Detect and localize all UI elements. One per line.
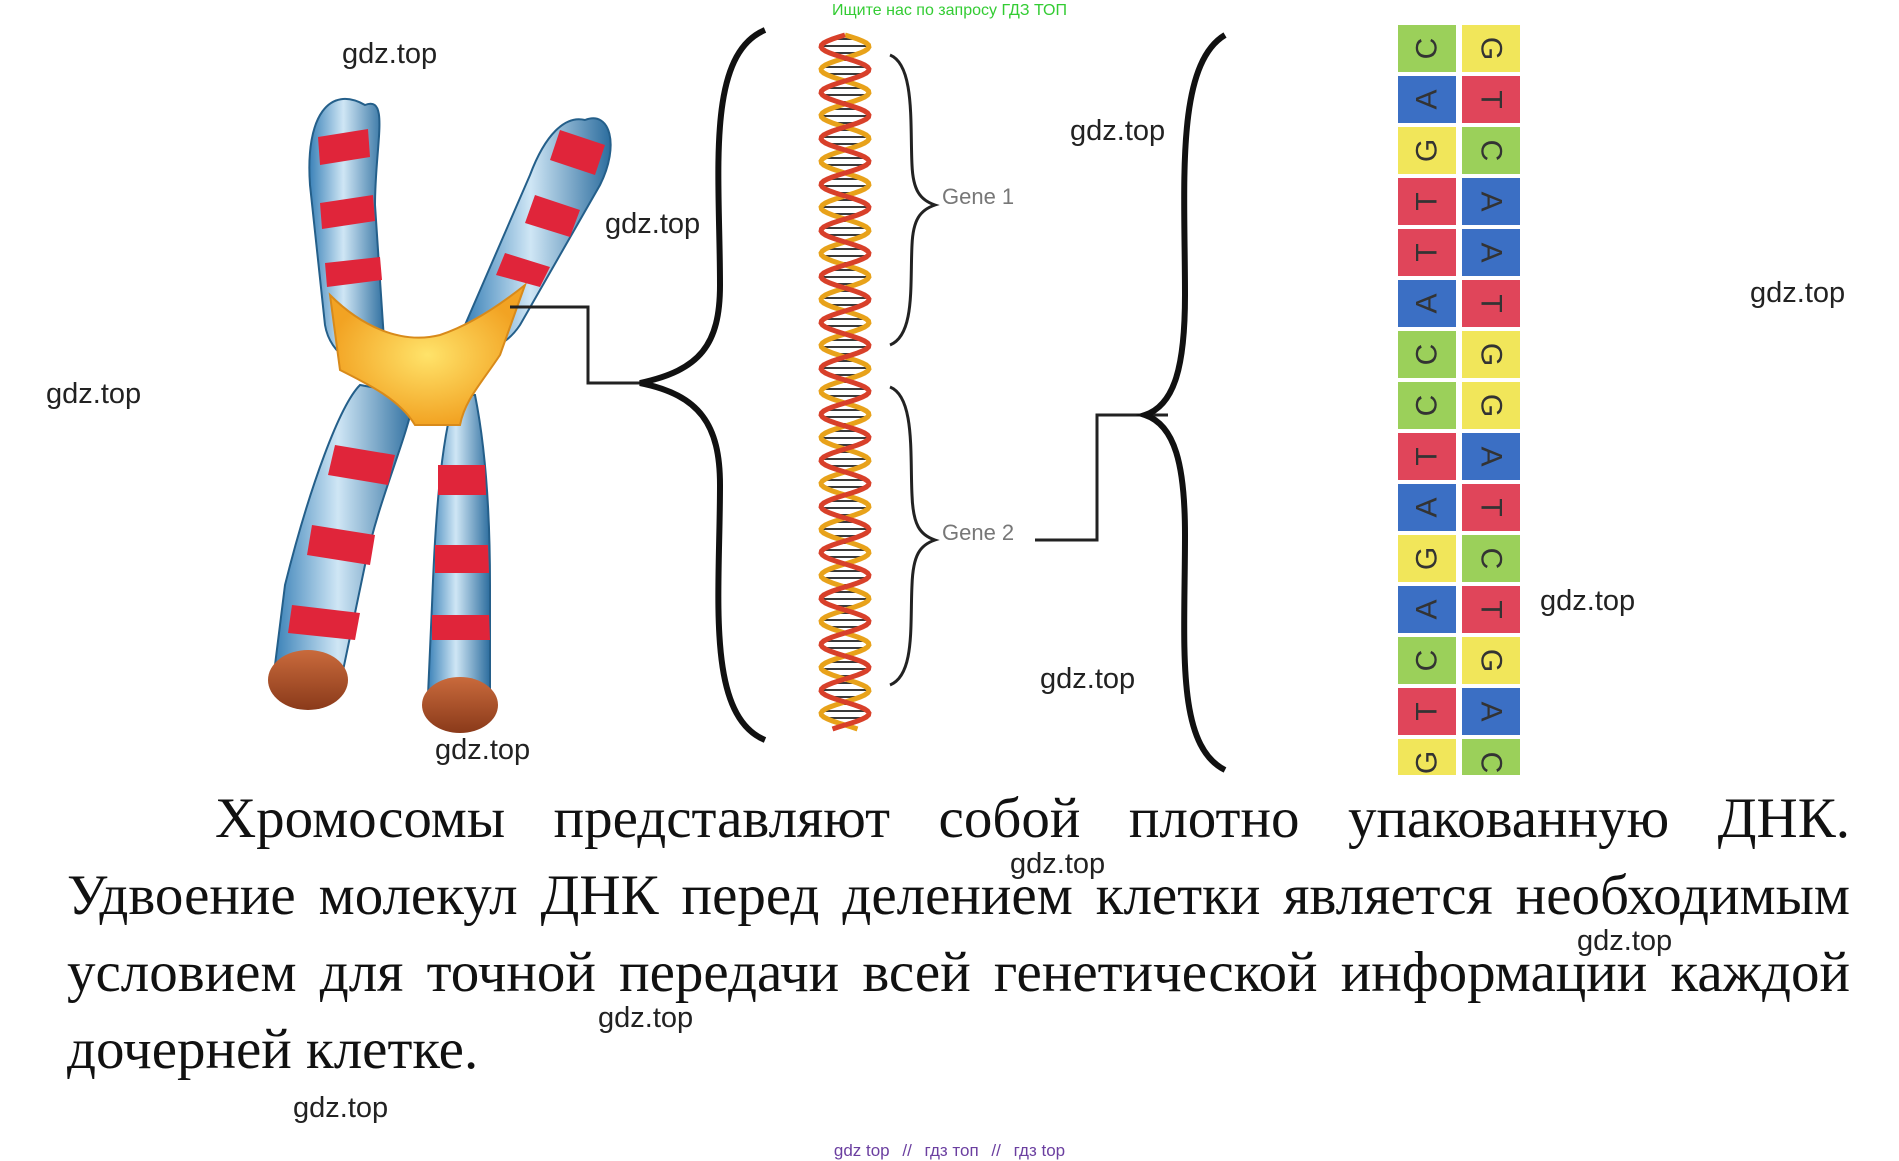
base-letter: A [1411, 599, 1444, 619]
base-cell [1398, 484, 1456, 531]
base-letter: G [1411, 139, 1444, 162]
base-cell [1398, 76, 1456, 123]
base-cell [1462, 25, 1520, 72]
base-cell [1462, 739, 1520, 775]
watermark: gdz.top [435, 734, 531, 766]
base-cell [1462, 688, 1520, 735]
base-cell [1398, 535, 1456, 582]
brace-large-2 [1135, 32, 1227, 773]
base-cell [1462, 382, 1520, 429]
base-letter: C [1475, 548, 1508, 570]
base-letter: T [1411, 243, 1444, 261]
base-letter: G [1411, 751, 1444, 774]
watermark: gdz.top [1070, 115, 1166, 147]
base-letter: A [1475, 701, 1508, 721]
base-cell [1462, 433, 1520, 480]
base-cell [1462, 76, 1520, 123]
base-letter: C [1475, 140, 1508, 162]
footer-separator: // [902, 1141, 912, 1160]
watermark: gdz.top [342, 38, 438, 70]
gene-1-label: Gene 1 [942, 184, 1014, 209]
base-letter: A [1411, 497, 1444, 517]
watermark: gdz.top [1577, 925, 1673, 957]
base-letter: G [1475, 343, 1508, 366]
footer: gdz top // гдз топ // гдз top [0, 1141, 1899, 1161]
base-cell [1462, 280, 1520, 327]
watermark: gdz.top [1750, 277, 1846, 309]
watermark: gdz.top [1010, 848, 1106, 880]
chromosome [268, 98, 612, 733]
watermark: gdz.top [46, 378, 142, 410]
base-letter: G [1475, 394, 1508, 417]
footer-link[interactable]: гдз топ [924, 1141, 979, 1160]
base-letter: G [1475, 649, 1508, 672]
base-cell [1398, 127, 1456, 174]
base-cell [1462, 229, 1520, 276]
brace-gene-2 [889, 385, 940, 687]
base-letter: T [1411, 702, 1444, 720]
base-cell [1398, 280, 1456, 327]
watermark: gdz.top [293, 1092, 389, 1124]
base-cell [1398, 331, 1456, 378]
base-letter: A [1475, 242, 1508, 262]
footer-link[interactable]: гдз top [1013, 1141, 1066, 1160]
base-letter: G [1411, 547, 1444, 570]
base-cell [1398, 637, 1456, 684]
brace-gene-1 [889, 53, 940, 347]
base-letter: A [1475, 446, 1508, 466]
chromosome-dna-figure: Gene 1 Gene 2 C G A T G C T A T A A T C G C G T A A T G C A T C G… [268, 25, 1520, 775]
base-letter: A [1475, 191, 1508, 211]
base-letter: C [1411, 38, 1444, 60]
base-letter: T [1475, 498, 1508, 516]
base-cell [1462, 484, 1520, 531]
base-letter: A [1411, 293, 1444, 313]
base-letter: A [1411, 89, 1444, 109]
dna-strand [818, 32, 872, 732]
brace-large-1 [639, 27, 767, 743]
base-letter: G [1475, 37, 1508, 60]
base-cell [1398, 739, 1456, 775]
base-sequence: C G A T G C T A T A A T C G C G T A A T G C A T C G T A G C [1398, 25, 1520, 775]
base-cell [1398, 178, 1456, 225]
base-letter: T [1475, 90, 1508, 108]
base-letter: T [1475, 600, 1508, 618]
watermark: gdz.top [1040, 663, 1136, 695]
base-cell [1398, 25, 1456, 72]
watermark: gdz.top [605, 208, 701, 240]
gene-2-label: Gene 2 [942, 520, 1014, 545]
base-cell [1462, 331, 1520, 378]
paragraph-text: Хромосомы представляют собой плотно упак… [67, 787, 1850, 1081]
base-letter: C [1411, 395, 1444, 417]
connector-line-1 [510, 305, 650, 385]
base-cell [1462, 127, 1520, 174]
base-cell [1462, 637, 1520, 684]
base-cell [1398, 433, 1456, 480]
base-letter: T [1411, 447, 1444, 465]
base-letter: C [1411, 650, 1444, 672]
footer-separator: // [991, 1141, 1001, 1160]
base-letter: T [1411, 192, 1444, 210]
base-letter: C [1475, 752, 1508, 774]
dna-helix [818, 32, 872, 732]
base-cell [1398, 382, 1456, 429]
base-letter: T [1475, 294, 1508, 312]
base-cell [1462, 535, 1520, 582]
base-cell [1398, 688, 1456, 735]
base-letter: C [1411, 344, 1444, 366]
connector-line-2 [1035, 413, 1168, 542]
base-cell [1398, 229, 1456, 276]
watermark: gdz.top [1540, 585, 1636, 617]
base-cell [1398, 586, 1456, 633]
watermark: gdz.top [598, 1002, 694, 1034]
footer-link[interactable]: gdz top [833, 1141, 890, 1160]
top-banner: Ищите нас по запросу ГДЗ ТОП [832, 2, 1067, 19]
base-cell [1462, 178, 1520, 225]
base-cell [1462, 586, 1520, 633]
